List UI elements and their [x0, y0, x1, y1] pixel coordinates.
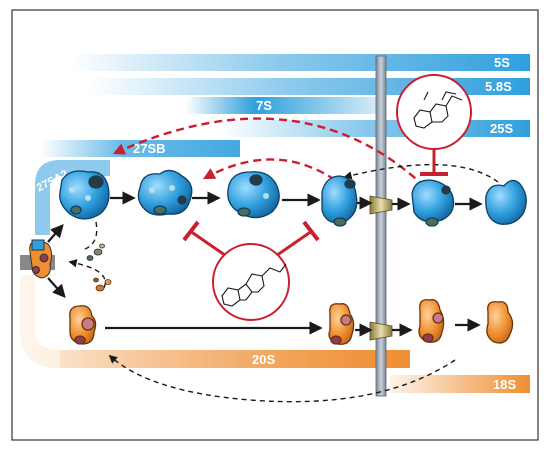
particle-blue-2	[137, 169, 193, 216]
inhibitor-center	[182, 220, 320, 321]
nuclear-envelope	[375, 55, 387, 397]
process-arrows	[47, 191, 483, 337]
label-5s: 5S	[494, 55, 510, 70]
particle-orange-1	[69, 305, 97, 345]
particle-blue-4	[321, 175, 358, 227]
particle-blue-5	[411, 179, 455, 227]
particle-orange-mature	[486, 301, 514, 344]
band-27sb	[40, 140, 240, 157]
released-factors-orange	[93, 277, 112, 292]
recycle-arrows	[68, 163, 499, 403]
band-18s	[390, 375, 530, 393]
band-20s	[60, 350, 410, 368]
processome-particle	[29, 239, 53, 279]
particle-blue-1	[59, 170, 110, 220]
triazinoindole-structure-icon	[221, 263, 287, 307]
small-molecule-structure-icon	[413, 91, 463, 129]
band-7s	[185, 97, 385, 114]
pore-complex-icon	[369, 195, 393, 341]
band-5s	[70, 54, 530, 71]
label-5-8s: 5.8S	[485, 79, 512, 94]
particle-orange-2	[328, 303, 355, 345]
released-factors-blue	[86, 243, 105, 261]
inhibitor-top	[396, 74, 472, 176]
label-27sb: 27SB	[133, 141, 166, 156]
label-18s: 18S	[493, 377, 516, 392]
feedback-arrows-red	[112, 117, 426, 188]
label-7s: 7S	[256, 98, 272, 113]
label-25s: 25S	[490, 121, 513, 136]
particle-orange-3	[418, 299, 445, 343]
particle-blue-3	[227, 171, 280, 219]
pre-40s-particles	[69, 277, 514, 345]
particle-blue-mature	[485, 179, 527, 225]
band-25s	[220, 120, 530, 137]
label-20s: 20S	[252, 352, 275, 367]
pre-60s-particles	[59, 169, 527, 261]
